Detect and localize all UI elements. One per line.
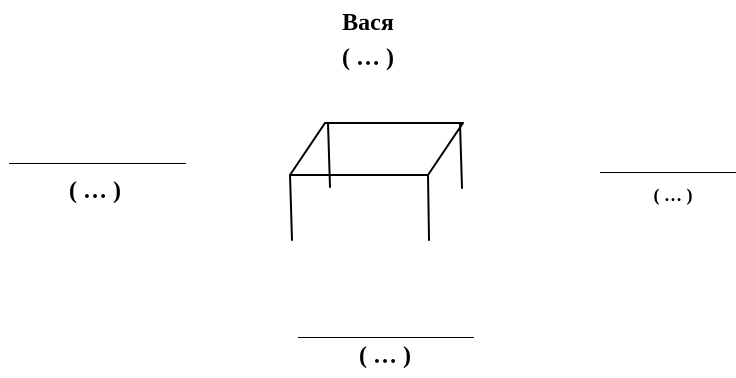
bottom-seat-placeholder: ( … ) — [359, 343, 411, 369]
left-seat-name-blank — [9, 163, 186, 164]
bottom-seat-name-blank — [298, 337, 474, 338]
table-top-left-edge — [289, 122, 326, 176]
top-seat-name: Вася — [342, 10, 394, 36]
table-leg-back-right — [459, 122, 463, 189]
right-seat-name-blank — [600, 172, 736, 173]
top-seat-placeholder: ( … ) — [342, 45, 394, 71]
table-leg-back-left — [327, 122, 331, 188]
right-seat-placeholder: ( … ) — [653, 185, 693, 205]
table-top-right-edge — [427, 122, 464, 176]
table-leg-front-left — [289, 174, 293, 241]
table-outline — [289, 122, 464, 241]
left-seat-placeholder: ( … ) — [69, 178, 121, 204]
table-leg-front-right — [427, 174, 430, 241]
